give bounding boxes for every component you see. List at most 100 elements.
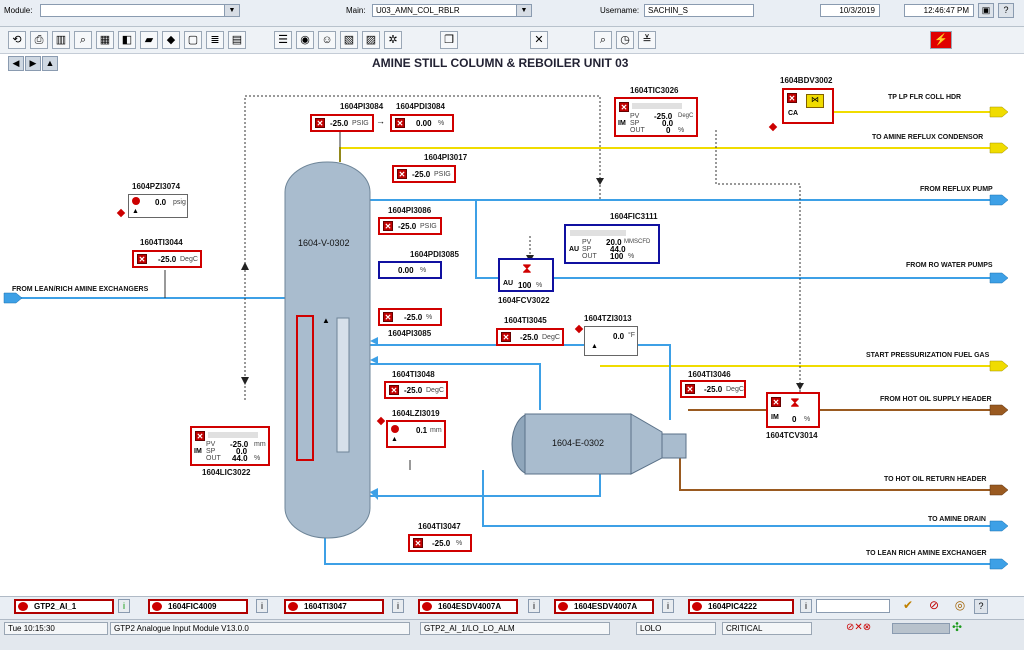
globe-icon[interactable]: ◉ (296, 31, 314, 49)
ti3045-faceplate[interactable]: ✕ -25.0 DegC (496, 328, 564, 346)
nav-back-icon[interactable]: ◀ (8, 56, 24, 71)
ti3044-faceplate[interactable]: ✕ -25.0 DegC (132, 250, 202, 268)
alarm-icon (391, 425, 399, 433)
tic3026-faceplate[interactable]: ✕ PV -25.0 DegC IM SP 0.0 OUT 0 % (614, 97, 698, 137)
line-label-tp-lp: TP LP FLR COLL HDR (888, 94, 962, 101)
display-icon[interactable]: ▢ (184, 31, 202, 49)
alarm-filter-icon[interactable]: ◎ (954, 598, 966, 612)
layout-icon[interactable]: ▨ (362, 31, 380, 49)
main-select[interactable]: U03_AMN_COL_RBLR▼ (372, 4, 532, 17)
tic3026-sp-label: SP (630, 120, 640, 127)
tic3026-bar (632, 103, 682, 109)
lic3022-out-unit: % (254, 455, 261, 462)
fic3111-faceplate[interactable]: PV 20.0 MMSCFD AU SP 44.0 OUT 100 % (564, 224, 660, 264)
ti3047-faceplate[interactable]: ✕ -25.0 % (408, 534, 472, 552)
copy-icon[interactable]: ❐ (440, 31, 458, 49)
chevron-down-icon: ▼ (224, 5, 239, 16)
lzi3019-faceplate[interactable]: ▲ 0.1 mm (386, 420, 446, 448)
back-icon[interactable]: ◆ (162, 31, 180, 49)
alarm-item[interactable]: 1604PIC4222 (688, 599, 794, 614)
pi3086-faceplate[interactable]: ✕ -25.0 PSIG (378, 217, 442, 235)
alarm-info-button[interactable]: i (800, 599, 812, 613)
lic3022-mode: IM (194, 448, 202, 455)
pzi3074-faceplate[interactable]: ▲ 0.0 psig (128, 194, 188, 218)
silence-icon[interactable]: ⊘ (928, 598, 940, 612)
tic3026-pv-unit: DegC (678, 113, 694, 119)
nav-forward-icon[interactable]: ▶ (25, 56, 41, 71)
tzi3013-value: 0.0 (613, 332, 625, 341)
fcv3022-faceplate[interactable]: ⧗ AU 100 % (498, 258, 554, 292)
alarm-info-button[interactable]: i (392, 599, 404, 613)
alarm-item[interactable]: 1604TI3047 (284, 599, 384, 614)
chart-icon[interactable]: ▤ (228, 31, 246, 49)
search-icon[interactable]: ⌕ (74, 31, 92, 49)
image-icon[interactable]: ▧ (340, 31, 358, 49)
bad-value-icon: ✕ (395, 118, 405, 128)
alarm-item[interactable]: 1604FIC4009 (148, 599, 248, 614)
tic3026-pv-label: PV (630, 113, 640, 120)
column-label: 1604-V-0302 (298, 238, 350, 248)
acknowledge-icon[interactable]: ✔ (902, 598, 914, 612)
alarm-item[interactable]: 1604ESDV4007A (418, 599, 518, 614)
ti3048-faceplate[interactable]: ✕ -25.0 DegC (384, 381, 448, 399)
find-icon[interactable]: ⌕ (594, 31, 612, 49)
alarm-item[interactable]: 1604ESDV4007A (554, 599, 654, 614)
alarm-info-button[interactable]: i (528, 599, 540, 613)
status-priority: CRITICAL (722, 622, 812, 635)
bdv3002-faceplate[interactable]: ✕ ⋈ CA (782, 88, 834, 124)
alarm-info-button[interactable]: i (256, 599, 268, 613)
window-icon[interactable]: ▣ (978, 3, 994, 18)
alarm-summary-icon[interactable]: ≚ (638, 31, 656, 49)
alarm-info-button[interactable]: i (118, 599, 130, 613)
trend-icon[interactable]: ▥ (52, 31, 70, 49)
fic3111-out: 100 (610, 252, 624, 261)
alarm-item[interactable]: GTP2_AI_1 (14, 599, 114, 614)
lzi3019-unit: mm (430, 427, 442, 434)
pi3085-tag: 1604PI3085 (388, 329, 432, 338)
pdi3085-faceplate[interactable]: 0.00 % (378, 261, 442, 279)
pdi3084-value: 0.00 (416, 119, 432, 128)
module-select[interactable]: ▼ (40, 4, 240, 17)
warning-icon: ▲ (591, 343, 598, 350)
notes-icon[interactable]: ☰ (274, 31, 292, 49)
print-icon[interactable]: ⎙ (30, 31, 48, 49)
pi3017-faceplate[interactable]: ✕ -25.0 PSIG (392, 165, 456, 183)
pi3017-tag: 1604PI3017 (424, 153, 468, 162)
command-input[interactable] (816, 599, 890, 613)
pi3085-faceplate[interactable]: ✕ -25.0 % (378, 308, 442, 326)
alarm-help-button[interactable]: ? (974, 599, 988, 614)
progress-indicator (892, 623, 950, 634)
report-icon[interactable]: ≣ (206, 31, 224, 49)
username-label: Username: (600, 6, 640, 15)
warning-icon: ▲ (322, 316, 330, 325)
tools-icon[interactable]: ✕ (530, 31, 548, 49)
fic3111-pv-unit: MMSCFD (624, 239, 651, 245)
alarm-info-button[interactable]: i (662, 599, 674, 613)
module-label: Module: (4, 6, 33, 15)
lzi3019-value: 0.1 (416, 426, 428, 435)
lic3022-faceplate[interactable]: ✕ PV -25.0 mm IM SP 0.0 OUT 44.0 % (190, 426, 270, 466)
alarm-icon (132, 197, 140, 205)
pi3084-tag: 1604PI3084 (340, 102, 384, 111)
refresh-icon[interactable]: ⟲ (8, 31, 26, 49)
pi3084-faceplate[interactable]: ✕ -25.0 PSIG (310, 114, 374, 132)
ti3046-faceplate[interactable]: ✕ -25.0 DegC (680, 380, 746, 398)
group-icon[interactable]: ◧ (118, 31, 136, 49)
network-icon[interactable]: ✲ (384, 31, 402, 49)
help-button[interactable]: ? (998, 3, 1014, 18)
emergency-icon[interactable]: ⚡ (930, 31, 952, 49)
tzi3013-faceplate[interactable]: 0.0 °F ▲ (584, 326, 638, 356)
grid-icon[interactable]: ▦ (96, 31, 114, 49)
pdi3084-faceplate[interactable]: ✕ 0.00 % (390, 114, 454, 132)
pi3086-unit: PSIG (420, 223, 437, 230)
nav-up-icon[interactable]: ▲ (42, 56, 58, 71)
folder-icon[interactable]: ▰ (140, 31, 158, 49)
page-title: AMINE STILL COLUMN & REBOILER UNIT 03 (372, 56, 629, 70)
bad-value-icon: ✕ (787, 93, 797, 103)
users-icon[interactable]: ☺ (318, 31, 336, 49)
clock-icon[interactable]: ◷ (616, 31, 634, 49)
tcv3014-faceplate[interactable]: ✕ ⧗ IM 0 % (766, 392, 820, 428)
status-point: GTP2_AI_1/LO_LO_ALM (420, 622, 610, 635)
lic3022-out: 44.0 (232, 454, 248, 463)
